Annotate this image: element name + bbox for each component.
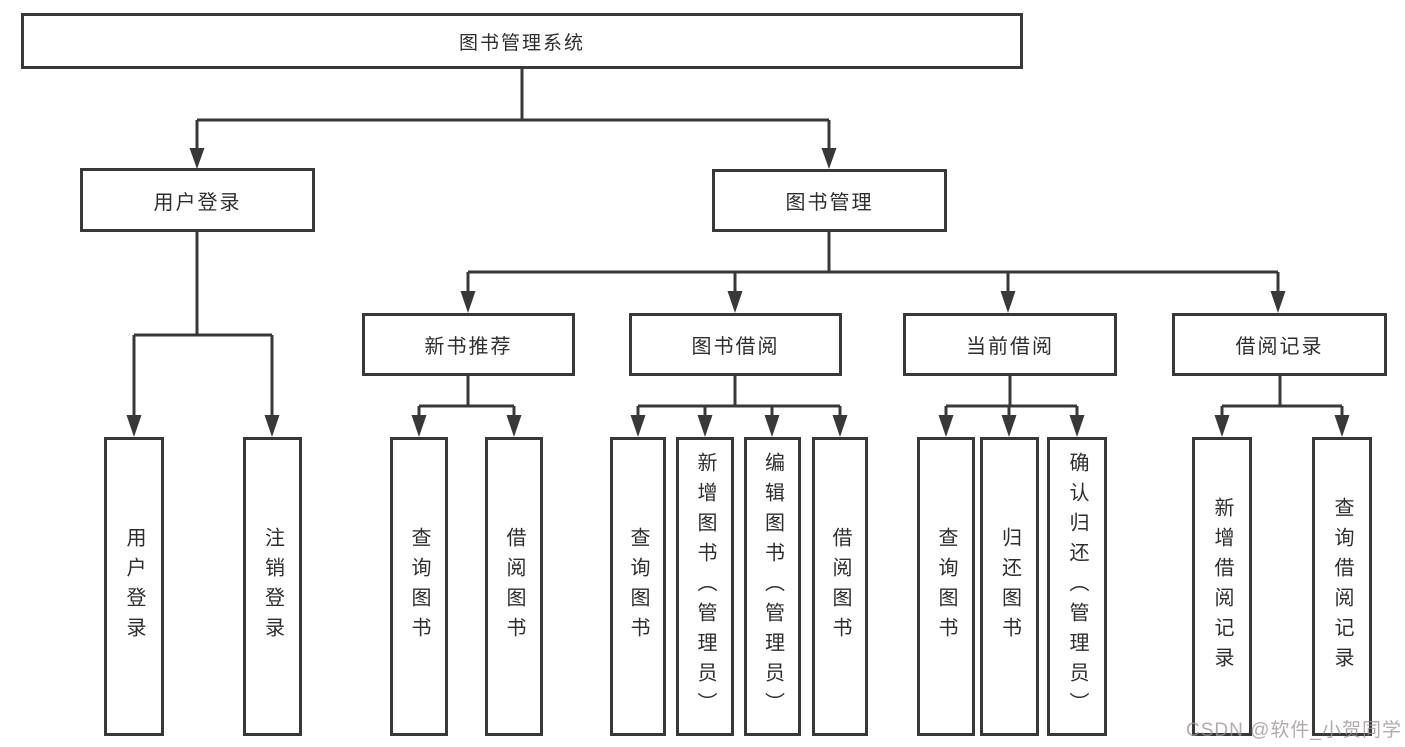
node-label: 新增图书（管理员） — [694, 451, 716, 722]
node-new-book-recommend: 新书推荐 — [362, 313, 575, 376]
node-borrow-records: 借阅记录 — [1172, 313, 1387, 376]
node-library-management-system: 图书管理系统 — [21, 13, 1023, 69]
node-leaf-edit-books-admin: 编辑图书（管理员） — [744, 437, 801, 736]
edge-new-book-rec-children — [411, 376, 522, 437]
node-book-management: 图书管理 — [712, 169, 947, 232]
node-label: 查询图书 — [627, 526, 649, 647]
node-leaf-user-login: 用户登录 — [104, 437, 164, 736]
node-current-borrow: 当前借阅 — [903, 313, 1117, 376]
node-leaf-query-books: 查询图书 — [917, 437, 975, 736]
edge-user-login-children — [126, 232, 280, 437]
node-label: 查询借阅记录 — [1331, 496, 1353, 677]
node-label: 用户登录 — [153, 191, 242, 214]
node-leaf-confirm-return-admin: 确认归还（管理员） — [1047, 437, 1107, 736]
node-leaf-borrow-books: 借阅图书 — [812, 437, 868, 736]
node-label: 确认归还（管理员） — [1066, 451, 1088, 722]
edge-borrow-records-children — [1214, 376, 1350, 437]
node-label: 图书借阅 — [691, 336, 780, 358]
node-book-borrow: 图书借阅 — [629, 313, 842, 376]
node-leaf-query-borrow-record: 查询借阅记录 — [1312, 437, 1372, 736]
edge-current-borrow-children — [938, 376, 1085, 437]
edge-book-borrow-children — [630, 376, 848, 437]
node-label: 借阅记录 — [1235, 336, 1324, 358]
node-leaf-borrow-books: 借阅图书 — [485, 437, 543, 736]
csdn-watermark: CSDN @软件_小贺同学 — [1186, 720, 1402, 741]
node-label: 图书管理系统 — [458, 32, 585, 54]
node-label: 查询图书 — [935, 526, 957, 647]
node-leaf-logout: 注销登录 — [243, 437, 302, 736]
edge-root-children — [189, 69, 837, 169]
node-label: 用户登录 — [123, 526, 145, 647]
node-label: 注销登录 — [261, 526, 284, 647]
node-leaf-query-books: 查询图书 — [390, 437, 448, 736]
node-label: 借阅图书 — [829, 526, 851, 647]
node-user-login: 用户登录 — [80, 168, 315, 232]
node-label: 查询图书 — [408, 526, 430, 647]
node-label: 新书推荐 — [424, 336, 513, 358]
edge-book-mgmt-children — [460, 232, 1286, 313]
node-label: 借阅图书 — [503, 526, 525, 647]
node-label: 当前借阅 — [966, 336, 1054, 358]
node-label: 新增借阅记录 — [1211, 496, 1233, 677]
node-label: 编辑图书（管理员） — [761, 451, 784, 722]
node-leaf-query-books: 查询图书 — [610, 437, 666, 736]
node-leaf-add-books-admin: 新增图书（管理员） — [676, 437, 734, 736]
node-label: 归还图书 — [998, 526, 1021, 647]
node-leaf-add-borrow-record: 新增借阅记录 — [1192, 437, 1252, 736]
node-label: 图书管理 — [785, 192, 874, 214]
node-leaf-return-books: 归还图书 — [980, 437, 1039, 736]
